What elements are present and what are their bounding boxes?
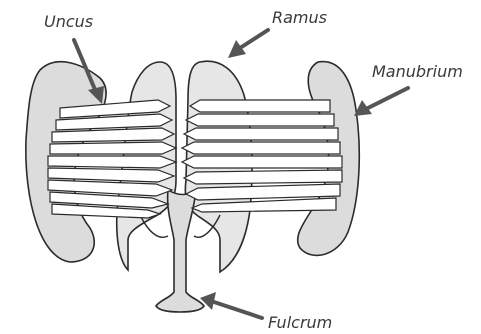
- ramus-label: Ramus: [272, 10, 327, 26]
- left-uncus-teeth: [48, 100, 176, 218]
- fulcrum-label: Fulcrum: [268, 315, 332, 331]
- manubrium-label: Manubrium: [372, 64, 463, 80]
- uncus-label: Uncus: [44, 14, 93, 30]
- fulcrum-arrow: [200, 292, 262, 318]
- right-uncus-teeth: [182, 100, 342, 212]
- ramus-arrow: [228, 30, 268, 58]
- manubrium-arrow: [354, 88, 408, 116]
